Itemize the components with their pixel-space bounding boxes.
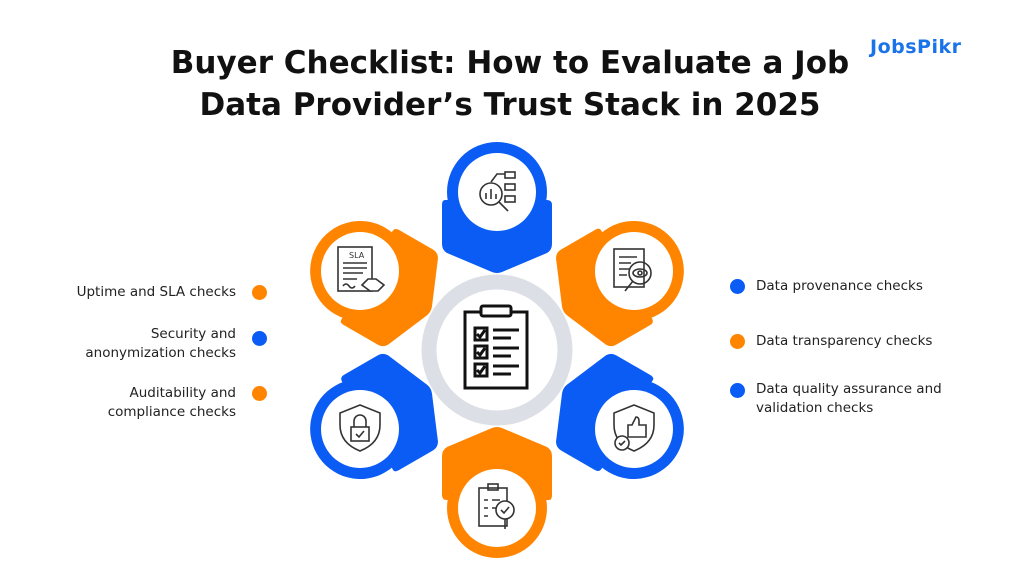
analytics-magnifier-icon bbox=[479, 171, 516, 212]
icon-circle bbox=[595, 390, 673, 468]
label-uptime-sla: Uptime and SLA checks bbox=[76, 284, 236, 300]
label-provenance: Data provenance checks bbox=[756, 278, 923, 294]
center-ring bbox=[421, 274, 573, 426]
jobspikr-logo: JobsPikr bbox=[870, 36, 962, 58]
shield-thumbs-up-icon bbox=[613, 404, 655, 452]
bullet-dot-blue bbox=[252, 331, 267, 346]
bullet-dot-orange bbox=[252, 386, 267, 401]
label-security: Security and anonymization checks bbox=[85, 326, 236, 361]
clipboard-magnifier-icon bbox=[478, 483, 515, 529]
icon-circle bbox=[458, 153, 536, 231]
document-eye-icon bbox=[613, 248, 652, 292]
icon-circle bbox=[321, 390, 399, 468]
shield-lock-icon bbox=[339, 404, 381, 452]
label-auditability: Auditability and compliance checks bbox=[107, 385, 236, 420]
sla-icon-text: SLA bbox=[349, 251, 365, 260]
bullet-dot-blue bbox=[730, 279, 745, 294]
label-quality: Data quality assurance and validation ch… bbox=[756, 381, 942, 416]
bullet-dot-orange bbox=[252, 285, 267, 300]
page-title: Buyer Checklist: How to Evaluate a Job D… bbox=[170, 45, 850, 123]
icon-circle bbox=[321, 232, 399, 310]
bullet-dot-orange bbox=[730, 334, 745, 349]
clipboard-checklist-icon bbox=[463, 304, 529, 390]
bullet-dot-blue bbox=[730, 383, 745, 398]
sla-document-handshake-icon bbox=[337, 246, 386, 292]
label-transparency: Data transparency checks bbox=[756, 333, 933, 349]
